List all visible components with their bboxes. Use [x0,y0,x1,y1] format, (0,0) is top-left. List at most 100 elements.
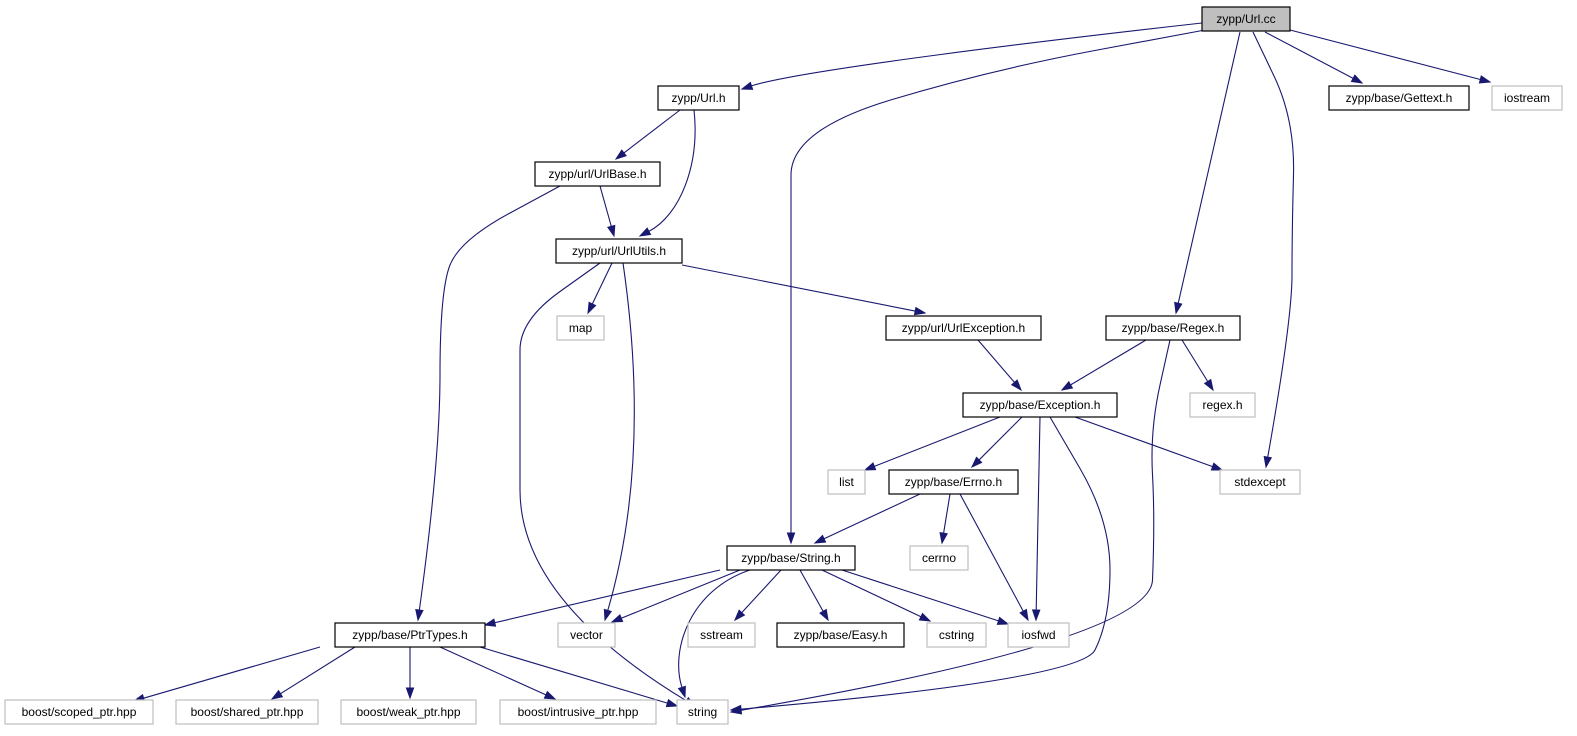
node-box [499,699,657,725]
edge-line [479,646,668,704]
node-label: boost/scoped_ptr.hpp [22,705,137,719]
node-box [888,469,1019,495]
arrowhead [1478,75,1492,84]
edge-url_h-to-urlbase [614,109,681,160]
node-box [687,622,756,648]
node-cstring: cstring [926,622,987,648]
node-urlexception[interactable]: zypp/url/UrlException.h [885,315,1042,341]
arrowhead [543,690,557,700]
node-label: zypp/url/UrlBase.h [548,167,646,181]
edge-line [790,29,1206,533]
arrowhead [1350,74,1364,84]
edge-ptrtypes-to-weak_ptr [405,647,415,700]
node-label: boost/shared_ptr.hpp [191,705,304,719]
node-box [557,622,616,648]
edge-line [648,109,696,232]
node-box [555,238,683,264]
node-regex: regex.h [1189,392,1256,418]
node-label: zypp/base/Regex.h [1122,321,1225,335]
node-box [676,699,729,725]
edge-line [841,569,999,622]
node-label: string [688,705,717,719]
arrowhead [677,685,686,699]
edge-line [1264,31,1354,79]
edge-line [678,569,751,688]
node-urlutils[interactable]: zypp/url/UrlUtils.h [555,238,683,264]
node-box [657,85,740,111]
node-box [1219,469,1301,495]
arrowhead [1010,379,1022,392]
edge-urlbase-to-urlutils [599,185,616,238]
node-label: boost/weak_ptr.hpp [356,705,460,719]
edge-errno-to-iosfwd [959,493,1029,622]
edge-string_h-to-ptrtypes [483,569,721,627]
arrowhead [415,609,424,622]
arrowhead [734,609,746,622]
edge-errno-to-cerrno [939,493,951,545]
arrowhead [638,227,652,237]
node-label: zypp/url/UrlException.h [902,321,1025,335]
node-url_cc[interactable]: zypp/Url.cc [1201,6,1291,32]
node-easy[interactable]: zypp/base/Easy.h [776,622,905,648]
node-box [556,315,605,341]
arrowhead [813,534,827,544]
arrowhead [970,456,983,469]
arrowhead [405,687,415,700]
edge-line [740,339,1171,711]
edge-ptrtypes-to-intrusive_ptr [439,646,557,700]
edge-line [143,646,321,699]
node-string_h[interactable]: zypp/base/String.h [726,545,856,571]
edge-string_h-to-easy [799,569,829,622]
arrowhead [1031,609,1041,622]
arrowhead [913,306,927,316]
node-errno[interactable]: zypp/base/Errno.h [888,469,1019,495]
edge-line [607,262,635,611]
edge-line [621,569,741,619]
node-box [726,545,856,571]
node-label: zypp/Url.cc [1216,12,1275,26]
node-vector: vector [557,622,616,648]
arrowhead [939,531,948,545]
node-string: string [676,699,729,725]
node-url_h[interactable]: zypp/Url.h [657,85,740,111]
edge-url_h-to-urlutils [638,109,696,237]
arrowhead [1263,455,1273,469]
edge-ptrtypes-to-shared_ptr [270,646,356,700]
node-label: iosfwd [1021,628,1055,642]
edge-line [1070,339,1147,386]
edge-line [494,569,721,624]
node-regex_h[interactable]: zypp/base/Regex.h [1105,315,1241,341]
node-label: zypp/base/Errno.h [905,475,1002,489]
edge-line [280,646,356,695]
edge-urlexception-to-exception [977,339,1022,392]
arrowhead [603,608,613,622]
edge-url_cc-to-string_h [786,29,1206,545]
node-intrusive_ptr: boost/intrusive_ptr.hpp [499,699,657,725]
node-box [827,469,866,495]
edge-line [1035,416,1041,611]
edge-line [977,339,1015,383]
node-exception[interactable]: zypp/base/Exception.h [962,392,1118,418]
edge-line [821,569,922,618]
edge-string_h-to-vector [610,569,741,623]
edge-line [1252,31,1295,458]
node-label: zypp/Url.h [671,91,725,105]
node-label: zypp/base/PtrTypes.h [352,628,467,642]
edges-layer [132,22,1492,715]
edge-regex_h-to-exception [1060,339,1147,391]
edge-line [874,416,1001,467]
edge-line [418,185,561,611]
node-label: map [569,321,593,335]
node-urlbase[interactable]: zypp/url/UrlBase.h [534,161,661,187]
node-box [334,622,486,648]
arrowhead [270,689,284,700]
node-ptrtypes[interactable]: zypp/base/PtrTypes.h [334,622,486,648]
edge-url_cc-to-stdexcept [1252,31,1295,469]
node-gettext[interactable]: zypp/base/Gettext.h [1328,85,1470,111]
node-stdexcept: stdexcept [1219,469,1301,495]
edge-urlbase-to-ptrtypes [415,185,561,622]
edge-line [823,493,921,540]
edge-url_cc-to-url_h [740,22,1203,90]
edge-ptrtypes-to-string [479,646,679,708]
node-label: cstring [939,628,974,642]
